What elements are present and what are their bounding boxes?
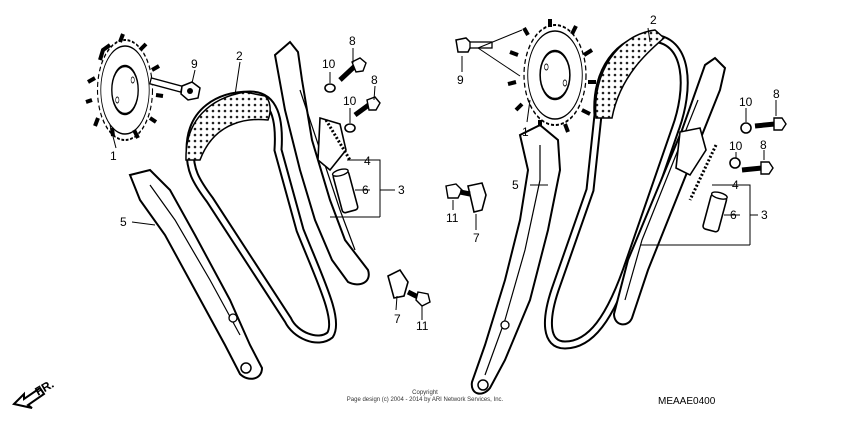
left-assembly: 1 2 3 4 5 6 7 8 8 9 10 10 11 [85,33,431,380]
callouts-right: 1 2 3 4 5 6 7 8 8 9 10 10 11 [446,13,780,245]
bolt-8a-right [754,117,787,131]
callout-5-left: 5 [120,215,127,229]
callout-4-right: 4 [732,178,739,192]
callout-9-left: 9 [191,57,198,71]
callout-7-right: 7 [473,231,480,245]
diagram-code: MEAAE0400 [658,396,716,407]
tensioner-arm-left [273,40,370,286]
bolt-9-right [455,37,493,53]
callout-5-right: 5 [512,178,519,192]
bolt-11-right [445,183,471,199]
tensioner-arm-right [612,56,727,326]
callout-10a-right: 10 [739,95,753,109]
callout-3-left: 3 [398,183,405,197]
callout-8b-left: 8 [371,73,378,87]
clip-7-left [387,268,409,299]
callout-10a-left: 10 [322,57,336,71]
copyright-line1: Copyright [412,390,438,396]
callout-1-right: 1 [522,125,529,139]
callout-8a-right: 8 [773,87,780,101]
bolt-11-left [406,289,431,307]
callout-11-left: 11 [416,319,429,333]
clip-7-right [467,182,487,213]
washer-10b-right [729,157,741,169]
tensioner-bracket-left [317,116,347,172]
callout-1-left: 1 [110,149,117,163]
callout-7-left: 7 [394,312,401,326]
sleeve-6-right [702,191,728,233]
sprocket-teeth [85,33,164,139]
copyright-line2: Page design (c) 2004 - 2014 by ARI Netwo… [347,397,504,403]
chain-links-right [594,29,666,119]
fr-direction-arrow: FR. [12,377,56,409]
callouts-left: 1 2 3 4 5 6 7 8 8 9 10 10 11 [110,34,429,333]
callout-9-right: 9 [457,73,464,87]
chain-links-left [185,91,271,161]
washer-10a-right [740,122,752,134]
cam-sprocket-left [96,39,154,141]
callout-6-right: 6 [730,208,737,222]
callout-3-right: 3 [761,208,768,222]
bolt-8a-left [338,57,367,82]
cam-sprocket-right [523,24,587,126]
leaders-right [452,27,777,246]
tensioner-bracket-right [675,127,707,177]
callout-10b-right: 10 [729,139,743,153]
callout-6-left: 6 [362,183,369,197]
callout-8a-left: 8 [349,34,356,48]
bolt-8b-right [741,161,774,175]
washer-10b-left [344,123,356,133]
bolt-8b-left [353,96,381,118]
callout-2-left: 2 [236,49,243,63]
callout-11-right: 11 [446,211,459,225]
leaders-left [109,48,423,320]
washer-10a-left [324,83,336,93]
callout-10b-left: 10 [343,94,357,108]
chain-guide-5-right [470,123,562,395]
callout-2-right: 2 [650,13,657,27]
callout-4-left: 4 [364,154,371,168]
chain-guide-5-left [128,168,264,380]
callout-8b-right: 8 [760,138,767,152]
sleeve-6-left [331,168,359,214]
right-assembly: 1 2 3 4 5 6 7 8 8 9 10 10 11 [445,13,787,395]
